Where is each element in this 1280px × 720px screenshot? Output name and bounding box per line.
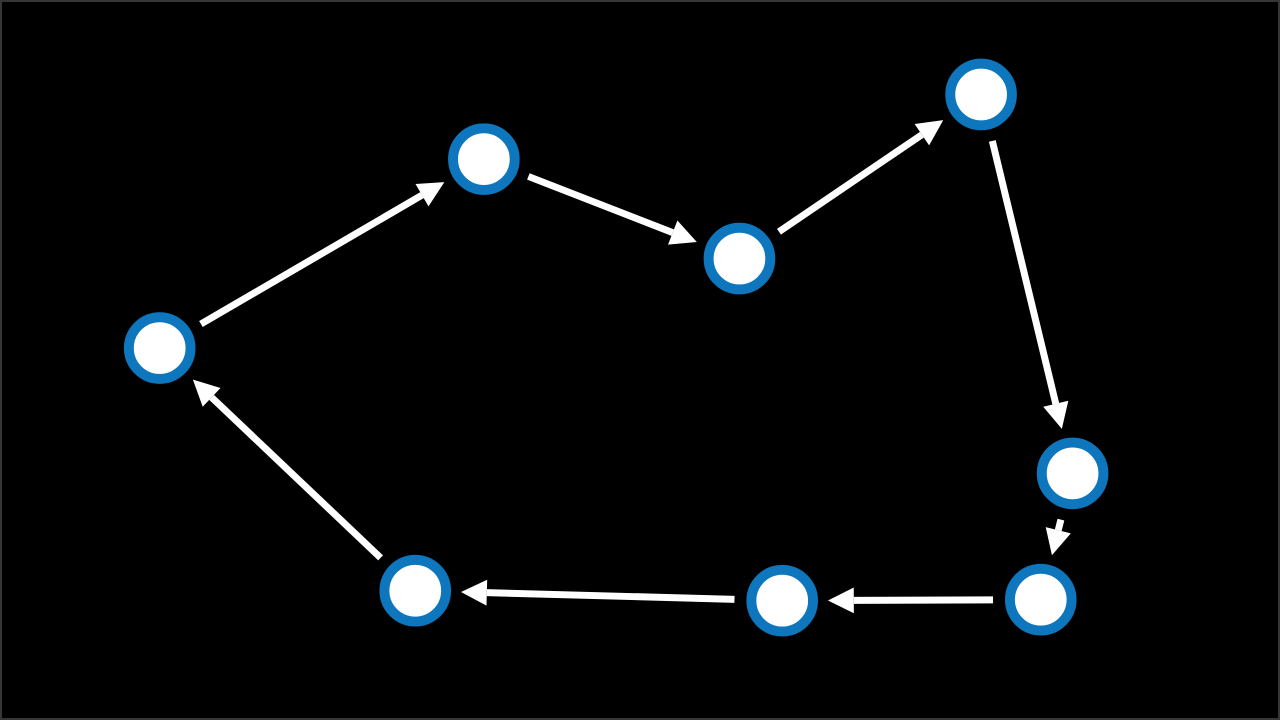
graph-edge-arrowhead-icon [827,587,854,614]
graph-edge-line [1054,518,1065,532]
graph-edge-arrowhead-icon [1045,527,1071,556]
node-bottom-left [379,554,452,627]
node-layer [123,58,1109,637]
node-top-middle [703,222,776,295]
node-right [1036,437,1109,510]
graph-edge-arrowhead-icon [1043,400,1069,429]
graph-edge-arrowhead-icon [460,579,488,606]
node-left [123,312,196,384]
graph-edge-line [853,596,994,604]
graph-edge-arrowhead-icon [914,120,944,146]
node-bottom-middle [746,564,819,637]
node-top-right [945,58,1017,131]
graph-edge-arrowhead-icon [192,379,221,407]
graph-edge-line [527,173,674,236]
node-top-left [448,123,520,195]
graph-edge-line [209,394,384,561]
edge-layer [192,120,1071,614]
graph-edge-arrowhead-icon [415,182,445,207]
graph-edge-line [486,589,735,603]
graph-edge-line [199,192,424,328]
node-bottom-right [1004,563,1077,636]
graph-edge-line [776,131,924,235]
graph-edge-line [988,140,1060,405]
graph-edge-arrowhead-icon [668,220,697,245]
